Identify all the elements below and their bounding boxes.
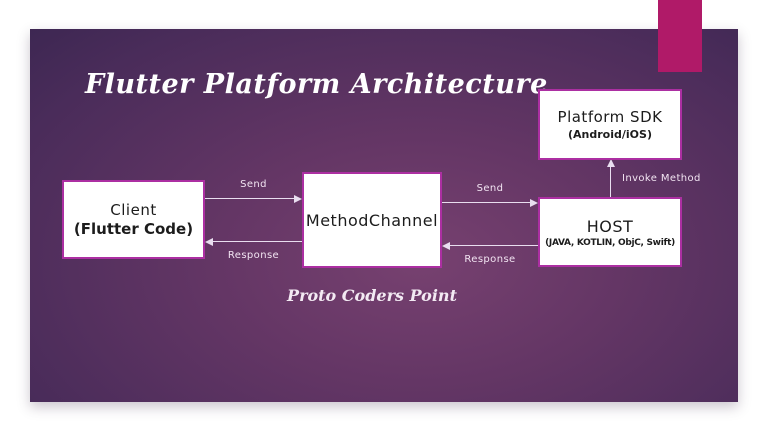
invoke-method-arrow-host-to-sdk [610, 166, 611, 197]
node-client: Client (Flutter Code) [62, 180, 205, 259]
accent-bar [658, 0, 702, 72]
node-host-title: HOST [586, 216, 634, 236]
node-host: HOST (JAVA, KOTLIN, ObjC, Swift) [538, 197, 682, 267]
invoke-method-label: Invoke Method [622, 173, 701, 184]
node-host-subtitle: (JAVA, KOTLIN, ObjC, Swift) [545, 237, 675, 248]
watermark-text: Proto Coders Point [287, 286, 457, 305]
arrowhead-left-icon [205, 238, 213, 246]
node-client-subtitle: (Flutter Code) [73, 220, 194, 238]
send-label-left: Send [240, 179, 267, 190]
arrowhead-left-icon [442, 242, 450, 250]
response-label-left: Response [227, 250, 280, 261]
slide-title: Flutter Platform Architecture [85, 69, 548, 100]
send-arrow-client-to-methodchannel [205, 198, 295, 199]
arrowhead-right-icon [530, 199, 538, 207]
send-arrow-methodchannel-to-host [442, 202, 531, 203]
response-label-right: Response [464, 254, 516, 265]
response-arrow-methodchannel-to-client [212, 241, 302, 242]
node-platform-sdk: Platform SDK (Android/iOS) [538, 89, 682, 160]
arrowhead-right-icon [294, 195, 302, 203]
slide-canvas: Flutter Platform Architecture Client (Fl… [30, 29, 738, 402]
send-label-right: Send [476, 183, 504, 194]
node-methodchannel: MethodChannel [302, 172, 442, 268]
node-client-title: Client [110, 201, 157, 219]
response-arrow-host-to-methodchannel [449, 245, 538, 246]
node-platform-sdk-subtitle: (Android/iOS) [568, 128, 652, 141]
node-platform-sdk-title: Platform SDK [557, 108, 663, 126]
arrowhead-up-icon [607, 159, 615, 167]
node-methodchannel-title: MethodChannel [305, 210, 439, 230]
